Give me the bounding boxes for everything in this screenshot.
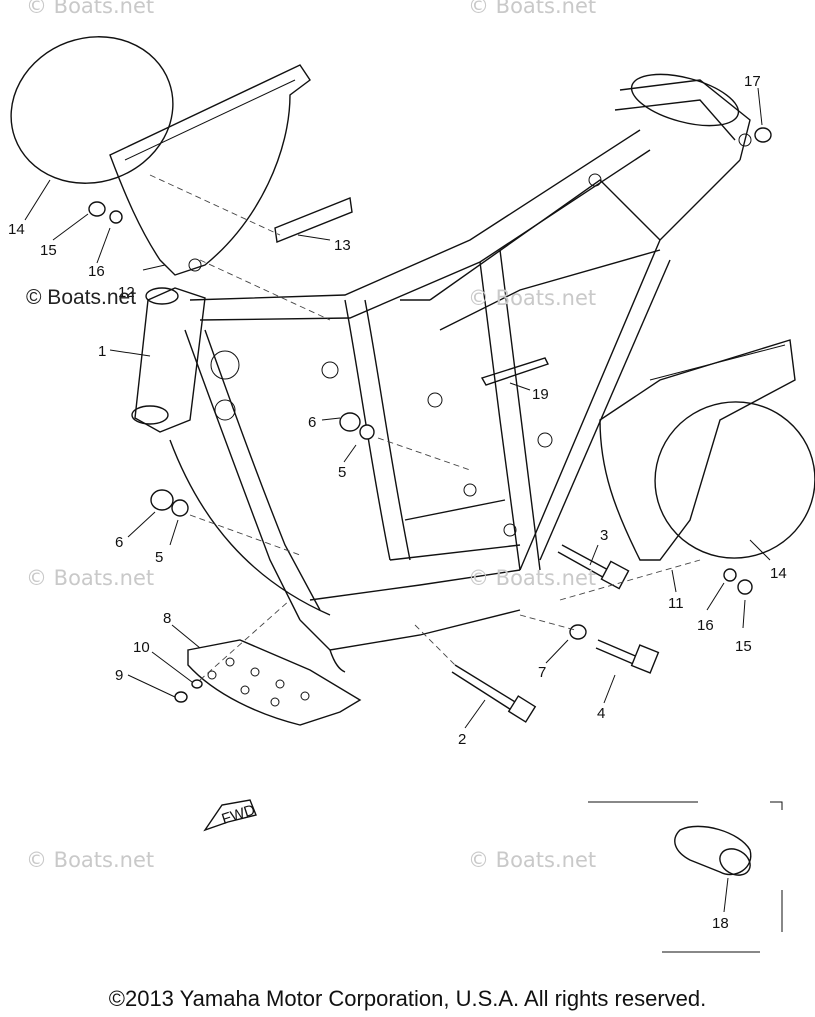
callout-3: 3 [600,527,608,544]
callout-15-right: 15 [735,638,752,655]
callout-19: 19 [532,386,549,403]
damper-6-upper [339,412,375,440]
frame-parts-diagram: 1 2 3 4 5 5 6 6 7 8 9 10 11 12 13 14 14 … [8,36,815,953]
emblem-13 [274,197,353,243]
callout-4: 4 [597,705,605,722]
fwd-label: FWD [220,801,258,828]
stay-19 [480,357,549,386]
bolt-2 [451,664,537,723]
callout-16-left: 16 [88,263,105,280]
callout-7: 7 [538,664,546,681]
watermark: © Boats.net [468,848,597,872]
callout-6-lower: 6 [115,534,123,551]
callout-5-upper: 5 [338,464,346,481]
callout-10: 10 [133,639,150,656]
callout-9: 9 [115,667,123,684]
copyright-notice: ©2013 Yamaha Motor Corporation, U.S.A. A… [108,986,707,1011]
bolt-4 [595,639,660,674]
skid-plate-8 [187,639,362,726]
collar-7 [569,624,587,640]
callout-2: 2 [458,731,466,748]
callout-5-lower: 5 [155,549,163,566]
callout-13: 13 [334,237,351,254]
callout-15-left: 15 [40,242,57,259]
watermark: © Boats.net [26,286,137,309]
watermark: © Boats.net [468,0,597,18]
callout-18: 18 [712,915,729,932]
watermark: © Boats.net [468,566,597,590]
bolt-9 [174,691,188,703]
callout-12: 12 [118,284,135,301]
bolt-3 [557,544,630,590]
side-cover-left [109,64,311,276]
leader-lines [24,87,771,913]
callout-labels: 1 2 3 4 5 5 6 6 7 8 9 10 11 12 13 14 14 … [8,73,787,932]
watermark: © Boats.net [26,566,155,590]
side-cover-right [599,339,815,561]
callout-16-right: 16 [697,617,714,634]
bolt-15-left [88,201,123,224]
callout-14-left: 14 [8,221,25,238]
frame [131,73,752,673]
damper-6-lower [150,489,189,517]
callout-17: 17 [744,73,761,90]
washer-10 [191,679,203,689]
number-plate-left [10,36,174,184]
callout-14-right: 14 [770,565,787,582]
cap-17 [754,127,772,143]
assembly-lines [149,174,701,681]
callout-6-upper: 6 [308,414,316,431]
inset-box [588,801,783,953]
watermark: © Boats.net [26,848,155,872]
watermark: © Boats.net [468,286,597,310]
callout-1: 1 [98,343,106,360]
fwd-arrow [203,799,257,832]
callout-8: 8 [163,610,171,627]
callout-11: 11 [668,595,684,612]
watermark: © Boats.net [26,0,155,18]
bolt-15-right [723,568,753,595]
